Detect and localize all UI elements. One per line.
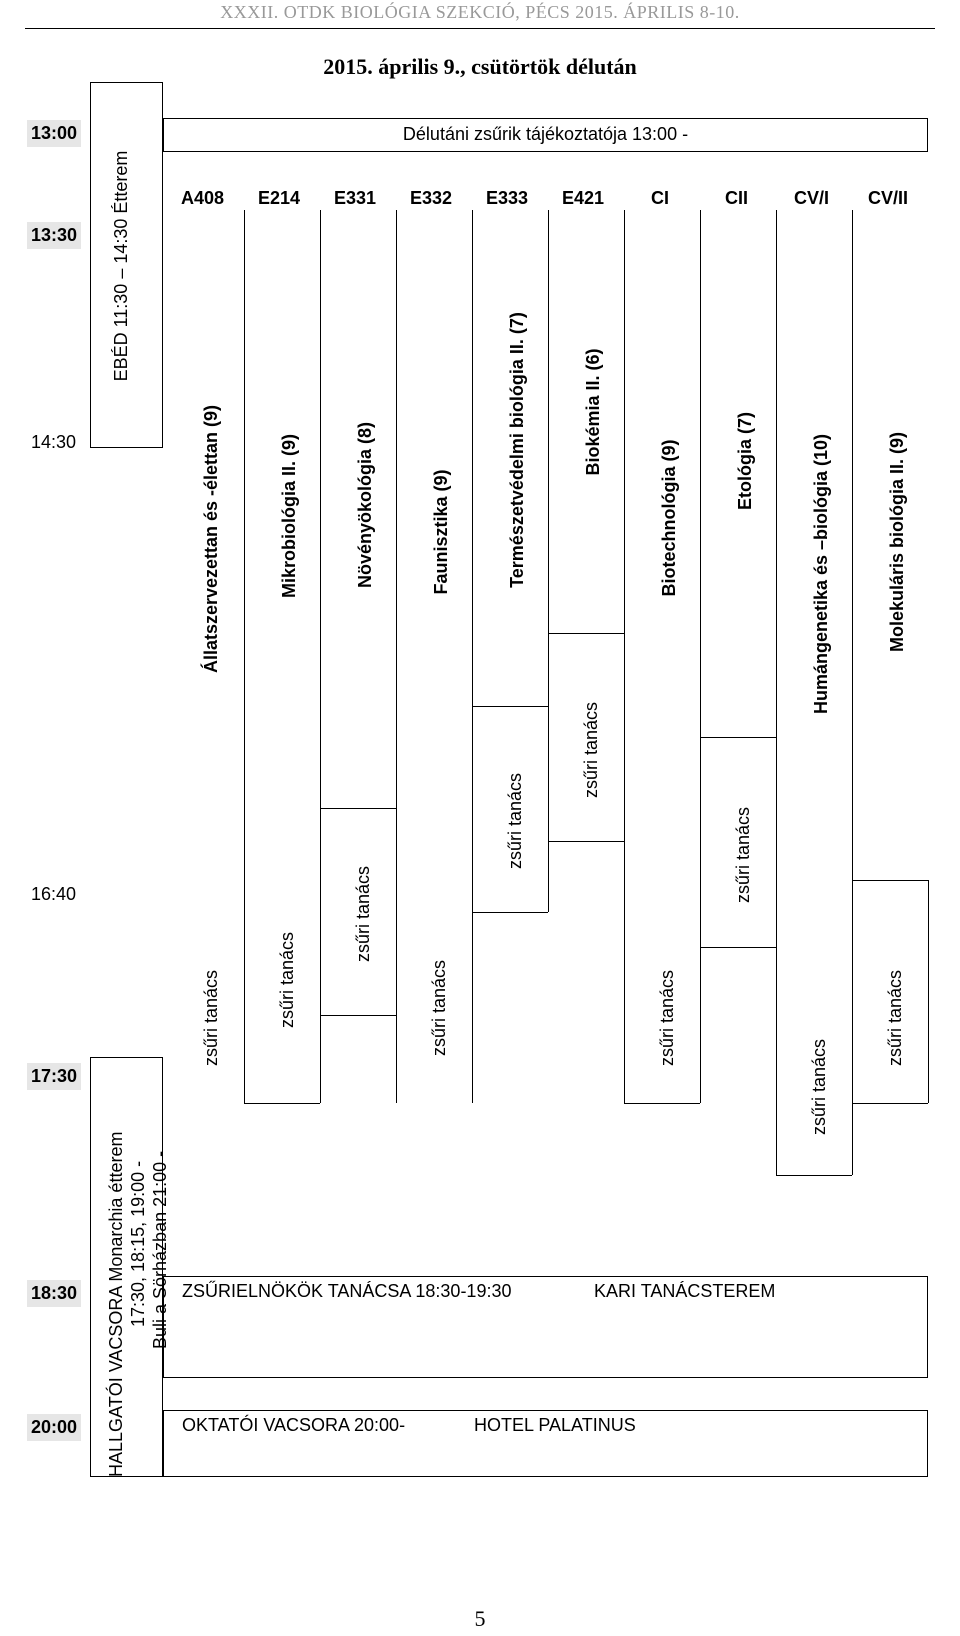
chairs-meeting-label: ZSŰRIELNÖKÖK TANÁCSA 18:30-19:30 [182, 1281, 512, 1301]
room-a408: A408 [181, 188, 225, 208]
jury-end-line [852, 1103, 928, 1104]
session-end-line [700, 737, 776, 738]
column-line [852, 210, 853, 1175]
session-title: Faunisztika (9) [431, 469, 451, 595]
session-title: Növényökológia (8) [355, 421, 375, 589]
jury-label: zsűri tanács [353, 865, 373, 963]
staff-dinner-place: HOTEL PALATINUS [474, 1415, 636, 1435]
session-title: Molekuláris biológia II. (9) [887, 431, 907, 653]
header-rule [25, 28, 935, 29]
jury-label: zsűri tanács [277, 931, 297, 1029]
session-end-line [472, 706, 548, 707]
session-end-line [852, 880, 928, 881]
time-13-00: 13:00 [27, 120, 82, 147]
column-line [472, 210, 473, 1103]
session-title: Humángenetika és –biológia (10) [811, 433, 831, 715]
time-20-00: 20:00 [27, 1414, 82, 1441]
column-line [928, 880, 929, 1103]
column-line [700, 210, 701, 1103]
room-e333: E333 [486, 188, 529, 208]
column-line [548, 210, 549, 912]
room-cvi: CV/I [794, 188, 830, 208]
time-17-30: 17:30 [27, 1063, 82, 1090]
lunch-label: EBÉD 11:30 – 14:30 Étterem [111, 150, 131, 382]
column-line [396, 210, 397, 1103]
time-13-30: 13:30 [27, 222, 82, 249]
room-e421: E421 [562, 188, 605, 208]
column-line [776, 210, 777, 1175]
jury-end-line [320, 1015, 396, 1016]
jury-end-line [548, 841, 624, 842]
chairs-meeting-place: KARI TANÁCSTEREM [594, 1281, 776, 1301]
student-dinner-line2: 17:30, 18:15, 19:00 - [128, 1160, 148, 1327]
running-header: XXXII. OTDK BIOLÓGIA SZEKCIÓ, PÉCS 2015.… [220, 2, 740, 22]
chairs-meeting-box: ZSŰRIELNÖKÖK TANÁCSA 18:30-19:30 KARI TA… [163, 1276, 928, 1378]
jury-end-line [776, 1175, 852, 1176]
session-title: Biotechnológia (9) [659, 439, 679, 597]
session-title: Állatszervezettan és -élettan (9) [201, 404, 221, 674]
room-e214: E214 [258, 188, 301, 208]
time-14-30: 14:30 [31, 432, 77, 452]
jury-label: zsűri tanács [505, 772, 525, 870]
column-line [624, 210, 625, 1103]
session-title: Természetvédelmi biológia II. (7) [507, 312, 527, 588]
briefing-label: Délutáni zsűrik tájékoztatója 13:00 - [402, 124, 689, 144]
briefing-box: Délutáni zsűrik tájékoztatója 13:00 - [163, 118, 928, 152]
time-16-40: 16:40 [31, 884, 77, 904]
jury-label: zsűri tanács [885, 969, 905, 1067]
time-18-30: 18:30 [27, 1280, 82, 1307]
room-e332: E332 [410, 188, 453, 208]
room-cii: CII [725, 188, 749, 208]
student-dinner-line1: HALLGATÓI VACSORA Monarchia étterem [106, 1131, 126, 1477]
jury-label: zsűri tanács [429, 959, 449, 1057]
jury-label: zsűri tanács [581, 701, 601, 799]
jury-label: zsűri tanács [657, 969, 677, 1067]
session-title: Biokémia II. (6) [583, 348, 603, 476]
jury-label: zsűri tanács [733, 806, 753, 904]
room-ci: CI [651, 188, 669, 208]
room-e331: E331 [334, 188, 377, 208]
session-title: Mikrobiológia II. (9) [279, 434, 299, 599]
column-line [320, 210, 321, 1103]
lunch-box: EBÉD 11:30 – 14:30 Étterem [90, 82, 163, 448]
session-end-line [320, 808, 396, 809]
staff-dinner-label: OKTATÓI VACSORA 20:00- [182, 1415, 406, 1435]
jury-end-line [624, 1103, 700, 1104]
jury-label: zsűri tanács [201, 969, 221, 1067]
student-dinner-box: HALLGATÓI VACSORA Monarchia étterem 17:3… [90, 1057, 170, 1477]
staff-dinner-box: OKTATÓI VACSORA 20:00- HOTEL PALATINUS [163, 1410, 928, 1477]
jury-label: zsűri tanács [809, 1038, 829, 1136]
room-cvii: CV/II [868, 188, 909, 208]
jury-end-line [244, 1103, 320, 1104]
column-line [244, 210, 245, 1103]
jury-end-line [472, 912, 548, 913]
session-end-line [548, 633, 624, 634]
date-title: 2015. április 9., csütörtök délután [323, 54, 637, 79]
session-title: Etológia (7) [735, 412, 755, 510]
jury-end-line [700, 947, 776, 948]
page-number: 5 [474, 1606, 486, 1631]
